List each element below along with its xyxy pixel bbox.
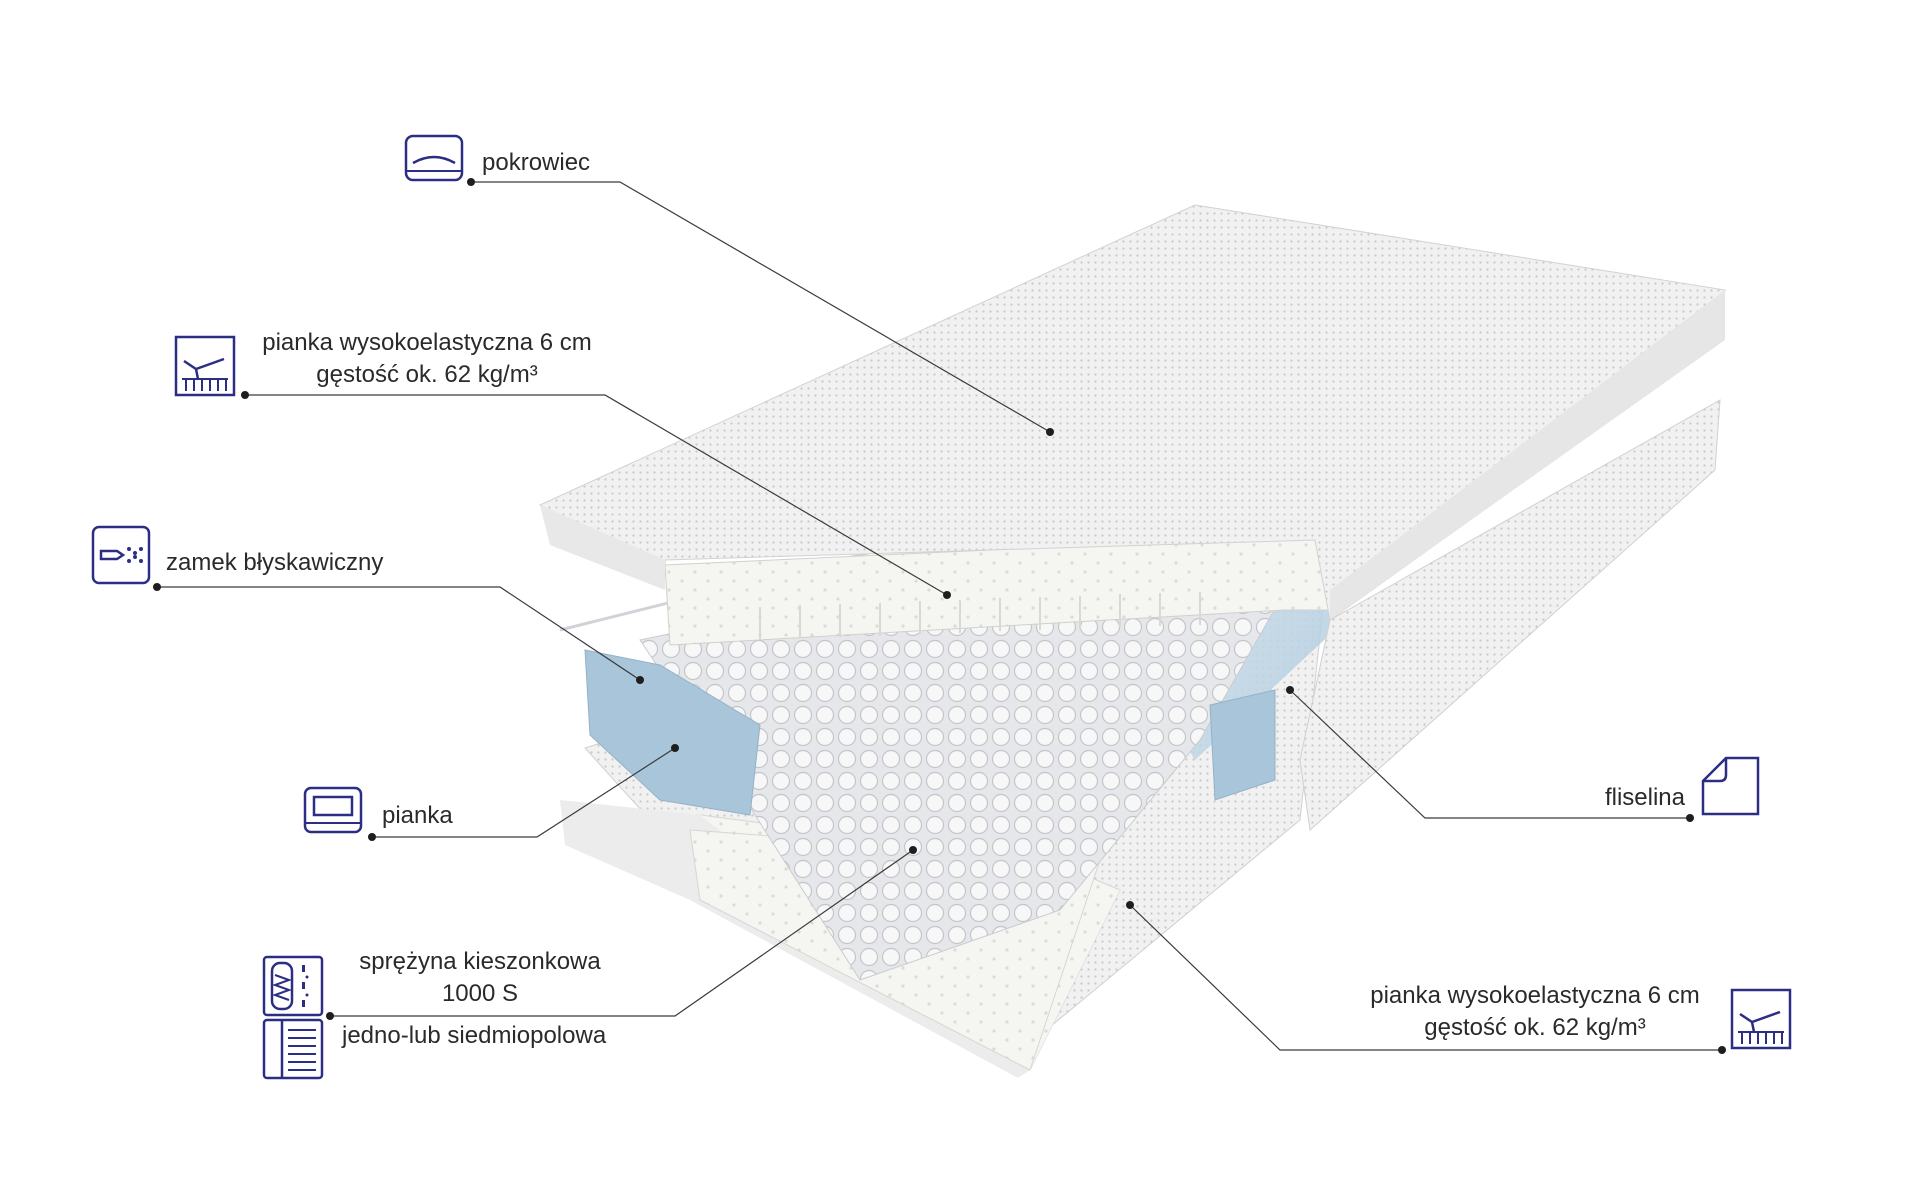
callout-label-spring: sprężyna kieszonkowa 1000 S bbox=[340, 946, 620, 1010]
leader-line-zipper bbox=[157, 586, 641, 681]
callout-label-foam: pianka bbox=[382, 800, 453, 832]
callout-label-fleece: fliselina bbox=[1500, 782, 1685, 814]
callout-line: pianka wysokoelastyczna 6 cm bbox=[262, 329, 592, 356]
callout-line: pianka bbox=[382, 802, 453, 829]
leader-dot bbox=[671, 744, 679, 752]
callout-label-zones: jedno-lub siedmiopolowa bbox=[342, 1020, 606, 1052]
callout-label-zipper: zamek błyskawiczny bbox=[166, 547, 383, 579]
leader-dot bbox=[636, 676, 644, 684]
leader-dot bbox=[326, 1012, 334, 1020]
leader-dot bbox=[909, 846, 917, 854]
leader-dot bbox=[1126, 901, 1134, 909]
foam-frame-icon bbox=[302, 785, 364, 837]
callout-line: pokrowiec bbox=[482, 149, 591, 176]
leader-line-fleece bbox=[1289, 689, 1690, 819]
fleece-icon bbox=[1700, 755, 1762, 817]
zones-icon bbox=[262, 1018, 324, 1080]
callout-line: zamek błyskawiczny bbox=[166, 549, 384, 576]
callout-line: sprężyna kieszonkowa bbox=[359, 948, 601, 975]
leader-dot bbox=[467, 178, 475, 186]
leader-line-cover bbox=[471, 181, 1051, 433]
leader-dot bbox=[241, 391, 249, 399]
callout-label-top-foam: pianka wysokoelastyczna 6 cm gęstość ok.… bbox=[247, 327, 607, 391]
callout-label-bottom-foam: pianka wysokoelastyczna 6 cm gęstość ok.… bbox=[1355, 980, 1715, 1044]
leader-line-top-foam bbox=[245, 394, 948, 596]
callout-line: fliselina bbox=[1604, 784, 1685, 811]
leader-line-foam bbox=[372, 747, 676, 838]
callout-line: 1000 S bbox=[441, 980, 519, 1007]
callout-line: gęstość ok. 62 kg/m³ bbox=[1424, 1014, 1646, 1041]
callout-line: jedno-lub siedmiopolowa bbox=[342, 1022, 607, 1049]
leader-line-bottom-foam bbox=[1129, 904, 1722, 1051]
foam-pressure-icon bbox=[1730, 988, 1792, 1050]
leader-dot bbox=[943, 591, 951, 599]
leader-dot bbox=[368, 833, 376, 841]
callout-line: pianka wysokoelastyczna 6 cm bbox=[1370, 982, 1700, 1009]
leader-dot bbox=[1718, 1046, 1726, 1054]
pocket-spring-icon bbox=[262, 955, 324, 1017]
callout-line: gęstość ok. 62 kg/m³ bbox=[316, 361, 538, 388]
leader-dot bbox=[1286, 686, 1294, 694]
mattress-cover-icon bbox=[403, 133, 465, 185]
leader-dot bbox=[1686, 814, 1694, 822]
leader-dot bbox=[1046, 428, 1054, 436]
callout-label-cover: pokrowiec bbox=[482, 147, 590, 179]
leader-line-spring bbox=[330, 849, 914, 1017]
foam-pressure-icon bbox=[174, 335, 236, 397]
leader-dot bbox=[153, 583, 161, 591]
zipper-icon bbox=[91, 525, 151, 585]
